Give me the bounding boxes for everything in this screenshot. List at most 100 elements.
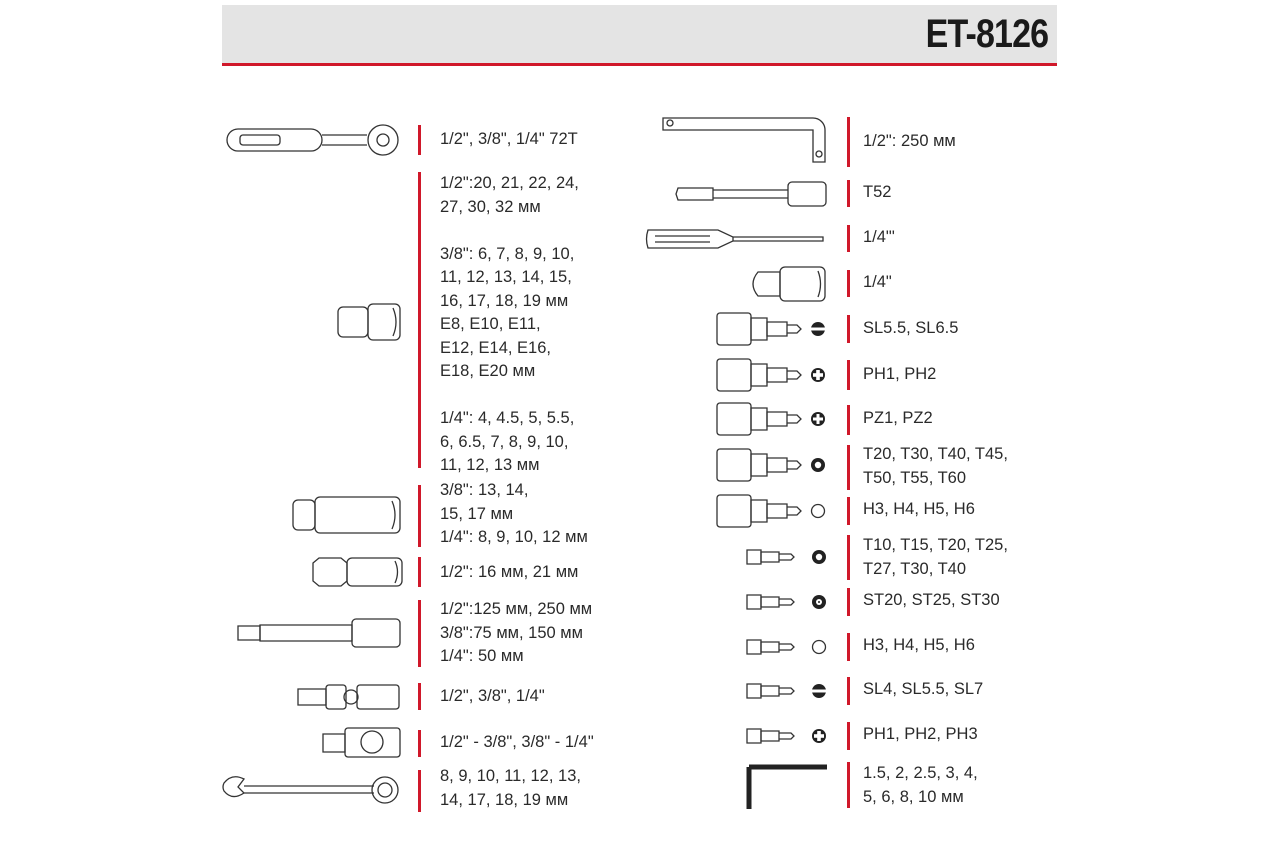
spec-line: 3/8": 13, 14, [440, 481, 529, 499]
combination-wrench-icon [220, 773, 405, 812]
spec-line [440, 219, 579, 243]
right-spec-text: H3, H4, H5, H6 [863, 498, 975, 522]
left-spec-text: 1/2", 3/8", 1/4" 72T [440, 128, 578, 152]
spec-line: 1/2": 250 мм [863, 132, 956, 150]
spec-line: E18, E20 мм [440, 362, 536, 380]
spec-line: 1/4": 8, 9, 10, 12 мм [440, 528, 588, 546]
spec-line: 1/2", 3/8", 1/4" 72T [440, 130, 578, 148]
spec-line: 27, 30, 32 мм [440, 197, 541, 216]
right-red-divider [847, 677, 850, 705]
left-spec-text: 3/8": 13, 14, 15, 17 мм 1/4": 8, 9, 10, 12… [440, 479, 588, 550]
spec-line: 15, 17 мм [440, 504, 514, 523]
left-red-divider [418, 600, 421, 667]
phillips-bit-icon [745, 721, 830, 756]
spec-line: 1.5, 2, 2.5, 3, 4, [863, 764, 978, 782]
spec-line: 1/4" [863, 273, 892, 291]
right-red-divider [847, 722, 850, 750]
socket-icon [335, 302, 405, 347]
hex-bit-socket-icon [715, 491, 830, 536]
hex-bit-icon [745, 632, 830, 667]
right-spec-text: PZ1, PZ2 [863, 407, 933, 431]
header-divider [222, 63, 1057, 66]
deep-socket-icon [290, 494, 405, 541]
left-spec-text: 1/2": 16 мм, 21 мм [440, 561, 578, 585]
spec-line: E12, E14, E16, [440, 338, 551, 357]
torx-bit-socket-icon [715, 445, 830, 490]
right-red-divider [847, 405, 850, 435]
left-spec-text: 1/2" - 3/8", 3/8" - 1/4" [440, 731, 594, 755]
spec-line: 1/2", 3/8", 1/4" [440, 687, 545, 705]
spec-line: H3, H4, H5, H6 [863, 636, 975, 654]
universal-joint-icon [295, 681, 405, 716]
left-red-divider [418, 125, 421, 155]
spec-line: 11, 12, 13 мм [440, 456, 540, 474]
extension-bar-icon [235, 616, 405, 655]
spec-line: 1/4"' [863, 228, 895, 246]
phillips-bit-socket-icon [715, 355, 830, 400]
header-band [222, 5, 1057, 63]
spec-line: T50, T55, T60 [863, 468, 967, 487]
spec-line: PH1, PH2, PH3 [863, 725, 978, 743]
hex-key-icon [745, 764, 830, 817]
screwdriver-handle-icon [645, 224, 830, 259]
right-red-divider [847, 445, 850, 490]
right-spec-text: ST20, ST25, ST30 [863, 589, 1000, 613]
spec-line: E8, E10, E11, [440, 315, 541, 333]
spec-line: 11, 12, 13, 14, 15, [440, 268, 572, 286]
left-spec-text: 1/2":20, 21, 22, 24, 27, 30, 32 мм 3/8":… [440, 172, 579, 478]
torx-bit-icon [745, 542, 830, 577]
spec-line: 16, 17, 18, 19 мм [440, 291, 569, 310]
right-spec-text: 1.5, 2, 2.5, 3, 4, 5, 6, 8, 10 мм [863, 762, 978, 809]
bit-adapter-icon [740, 264, 830, 309]
spec-line: 1/2":20, 21, 22, 24, [440, 174, 579, 192]
right-red-divider [847, 117, 850, 167]
right-spec-text: SL5.5, SL6.5 [863, 317, 958, 341]
spec-line: 1/4": 50 мм [440, 647, 524, 665]
right-red-divider [847, 360, 850, 390]
adapter-icon [320, 726, 405, 763]
spec-line: PH1, PH2 [863, 365, 937, 383]
left-red-divider [418, 172, 421, 468]
right-spec-text: T10, T15, T20, T25, T27, T30, T40 [863, 534, 1008, 581]
spec-line: SL4, SL5.5, SL7 [863, 680, 984, 698]
right-red-divider [847, 180, 850, 207]
ratchet-icon [225, 124, 405, 161]
l-handle-icon [660, 114, 830, 169]
right-spec-text: T20, T30, T40, T45, T50, T55, T60 [863, 443, 1008, 490]
left-red-divider [418, 730, 421, 757]
right-spec-text: T52 [863, 181, 891, 205]
spec-line: PZ1, PZ2 [863, 409, 933, 427]
spec-line: T20, T30, T40, T45, [863, 445, 1008, 463]
slotted-bit-socket-icon [715, 309, 830, 354]
spec-line: 6, 6.5, 7, 8, 9, 10, [440, 432, 569, 451]
spec-line: H3, H4, H5, H6 [863, 500, 975, 518]
right-red-divider [847, 225, 850, 252]
spec-line: ST20, ST25, ST30 [863, 591, 1000, 609]
left-spec-text: 8, 9, 10, 11, 12, 13, 14, 17, 18, 19 мм [440, 765, 581, 812]
spark-plug-socket-icon [310, 555, 405, 594]
right-red-divider [847, 497, 850, 525]
right-spec-text: 1/4" [863, 271, 892, 295]
right-red-divider [847, 588, 850, 616]
pozidriv-bit-socket-icon [715, 399, 830, 444]
model-title: ET-8126 [925, 12, 1048, 56]
spec-line: 14, 17, 18, 19 мм [440, 790, 569, 809]
spec-line: T27, T30, T40 [863, 559, 967, 578]
bit-holder-icon [675, 179, 830, 214]
spec-line: 5, 6, 8, 10 мм [863, 787, 964, 806]
right-red-divider [847, 270, 850, 297]
right-spec-text: 1/4"' [863, 226, 895, 250]
right-spec-text: SL4, SL5.5, SL7 [863, 678, 983, 702]
spec-line: 8, 9, 10, 11, 12, 13, [440, 767, 581, 785]
left-red-divider [418, 557, 421, 587]
spec-line: 1/2" - 3/8", 3/8" - 1/4" [440, 733, 594, 751]
left-spec-text: 1/2", 3/8", 1/4" [440, 685, 545, 709]
left-red-divider [418, 770, 421, 812]
tamper-torx-bit-icon [745, 587, 830, 622]
right-spec-text: H3, H4, H5, H6 [863, 634, 975, 658]
right-spec-text: 1/2": 250 мм [863, 130, 956, 154]
spec-line: T10, T15, T20, T25, [863, 536, 1008, 554]
spec-line: 3/8": 6, 7, 8, 9, 10, [440, 244, 575, 263]
slotted-bit-icon [745, 676, 830, 711]
